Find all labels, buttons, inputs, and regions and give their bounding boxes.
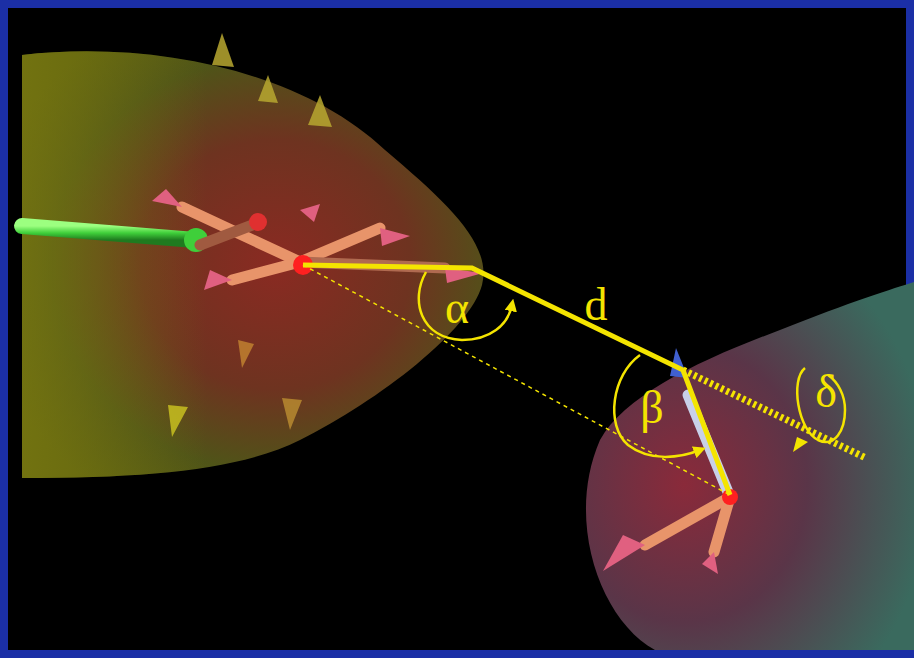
angle-label: α	[445, 285, 469, 331]
angle-arc	[419, 272, 512, 340]
angle-label: β	[640, 385, 663, 431]
fiber-tube	[732, 489, 910, 505]
arrow-cones	[152, 189, 483, 290]
arc-head	[793, 437, 808, 452]
angle-label: δ	[815, 369, 837, 415]
angle-label: d	[585, 282, 608, 328]
surface-markers	[168, 33, 332, 437]
angle-arc	[614, 355, 700, 457]
angle-arc	[797, 368, 845, 442]
direct-line	[303, 265, 730, 495]
fiber-tube	[22, 226, 195, 240]
connection-path	[303, 265, 730, 495]
arrow-cones	[603, 348, 718, 574]
right-glyph-surface	[586, 282, 914, 650]
